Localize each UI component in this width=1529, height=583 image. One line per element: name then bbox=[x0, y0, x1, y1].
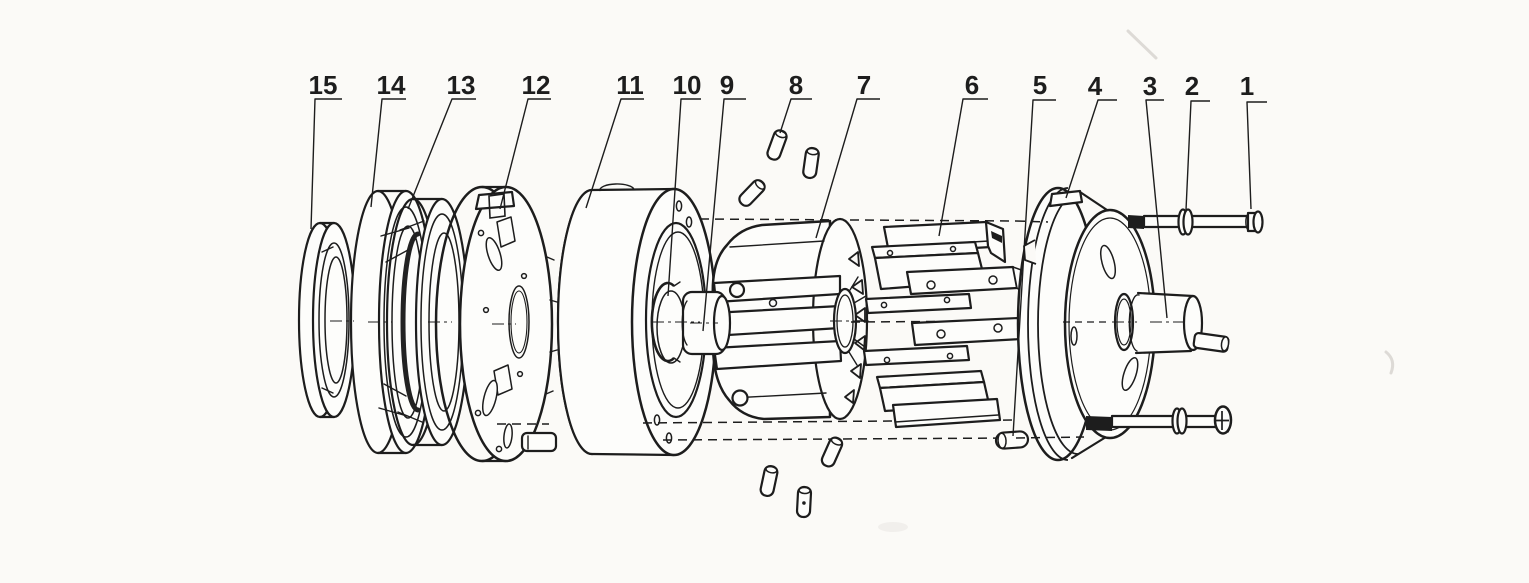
callout-number: 7 bbox=[857, 70, 871, 100]
callout-7: 7 bbox=[815, 70, 880, 239]
vane-plate-edge bbox=[984, 220, 1007, 264]
dashed-line-top bbox=[699, 218, 1017, 222]
leader-line bbox=[1246, 101, 1267, 210]
leader-line bbox=[310, 98, 342, 230]
cover-kidney-slot bbox=[1121, 356, 1139, 392]
leader-line bbox=[779, 98, 812, 134]
cover-kidney-slot bbox=[1099, 244, 1117, 280]
callout-number: 14 bbox=[377, 70, 406, 100]
callout-number: 4 bbox=[1088, 71, 1103, 101]
callout-15: 15 bbox=[309, 70, 342, 230]
callout-8: 8 bbox=[779, 70, 812, 134]
plate-center-hole bbox=[508, 285, 530, 359]
leader-line bbox=[585, 98, 644, 209]
part-4-end-cover bbox=[1016, 186, 1157, 462]
leader-line bbox=[938, 98, 988, 237]
part-10-retaining-ring bbox=[650, 281, 681, 363]
shaft-stud bbox=[1192, 331, 1230, 353]
leader-line bbox=[1145, 99, 1168, 319]
callout-5: 5 bbox=[1012, 70, 1056, 437]
part-6-vane-plates bbox=[862, 220, 1029, 429]
callout-12: 12 bbox=[499, 70, 551, 210]
leader-line bbox=[1012, 99, 1056, 437]
face-bolt-hole bbox=[675, 200, 683, 212]
dashed-overlays bbox=[1015, 220, 1141, 439]
vane-rail bbox=[905, 265, 1019, 296]
pin bbox=[738, 179, 766, 207]
callout-number: 5 bbox=[1033, 70, 1047, 100]
rotor-pin bbox=[731, 389, 749, 407]
callout-9: 9 bbox=[702, 70, 746, 332]
part-15-seal-ring bbox=[297, 221, 357, 419]
leader-line bbox=[667, 98, 701, 297]
callout-1: 1 bbox=[1240, 71, 1267, 210]
leader-line bbox=[407, 98, 476, 210]
top-bolt-assembly bbox=[1128, 208, 1264, 236]
callout-11: 11 bbox=[585, 70, 644, 209]
body-top-boss bbox=[599, 183, 635, 192]
callouts: 15 14 13 12 11 10 9 8 bbox=[309, 70, 1267, 437]
part-7-rotor bbox=[710, 217, 869, 421]
callout-6: 6 bbox=[938, 70, 988, 237]
leader-line bbox=[1185, 100, 1210, 211]
bolt-shaft bbox=[1142, 214, 1250, 229]
callout-number: 8 bbox=[789, 70, 803, 100]
callout-number: 15 bbox=[309, 70, 338, 100]
part-8-pins bbox=[738, 129, 844, 519]
callout-number: 6 bbox=[965, 70, 979, 100]
bottom-bolt-assembly bbox=[1086, 405, 1233, 435]
pin bbox=[802, 146, 820, 180]
vane-plate bbox=[891, 397, 1002, 429]
centerline-ticks bbox=[330, 320, 1185, 325]
face-bolt-hole bbox=[685, 216, 693, 228]
leader-line bbox=[1065, 99, 1117, 199]
leader-line bbox=[702, 98, 746, 332]
pin bbox=[759, 464, 779, 498]
callout-number: 13 bbox=[447, 70, 476, 100]
plate-bottom-lug bbox=[520, 431, 558, 453]
callout-number: 12 bbox=[522, 70, 551, 100]
leader-line bbox=[815, 98, 880, 239]
leader-line bbox=[499, 98, 551, 210]
alignment-dashed-lines bbox=[497, 218, 1017, 441]
callout-14: 14 bbox=[370, 70, 406, 208]
rotor-strap bbox=[712, 339, 843, 371]
callout-number: 2 bbox=[1185, 71, 1199, 101]
callout-10: 10 bbox=[667, 70, 702, 297]
callout-number: 1 bbox=[1240, 71, 1254, 101]
pin bbox=[766, 129, 788, 161]
callout-2: 2 bbox=[1185, 71, 1210, 211]
callout-3: 3 bbox=[1143, 71, 1168, 319]
part-12-port-plate bbox=[434, 185, 558, 463]
callout-number: 9 bbox=[720, 70, 734, 100]
pin bbox=[795, 485, 813, 519]
cover-small-slot bbox=[1070, 326, 1078, 346]
callout-13: 13 bbox=[407, 70, 476, 210]
face-bolt-hole bbox=[665, 432, 673, 444]
part-5-pin bbox=[994, 430, 1030, 450]
vane-rail bbox=[910, 316, 1023, 347]
callout-number: 3 bbox=[1143, 71, 1157, 101]
bolt-shaft bbox=[1110, 414, 1220, 429]
scan-artifacts bbox=[878, 29, 1395, 532]
callout-4: 4 bbox=[1065, 71, 1117, 199]
pin bbox=[820, 436, 844, 468]
dashed-line-bottom-1 bbox=[497, 419, 1017, 425]
callout-number: 11 bbox=[616, 70, 644, 100]
part-3-shaft-boss bbox=[1128, 291, 1230, 355]
rotor-pin bbox=[728, 281, 746, 299]
leader-line bbox=[370, 98, 406, 208]
callout-number: 10 bbox=[673, 70, 702, 100]
